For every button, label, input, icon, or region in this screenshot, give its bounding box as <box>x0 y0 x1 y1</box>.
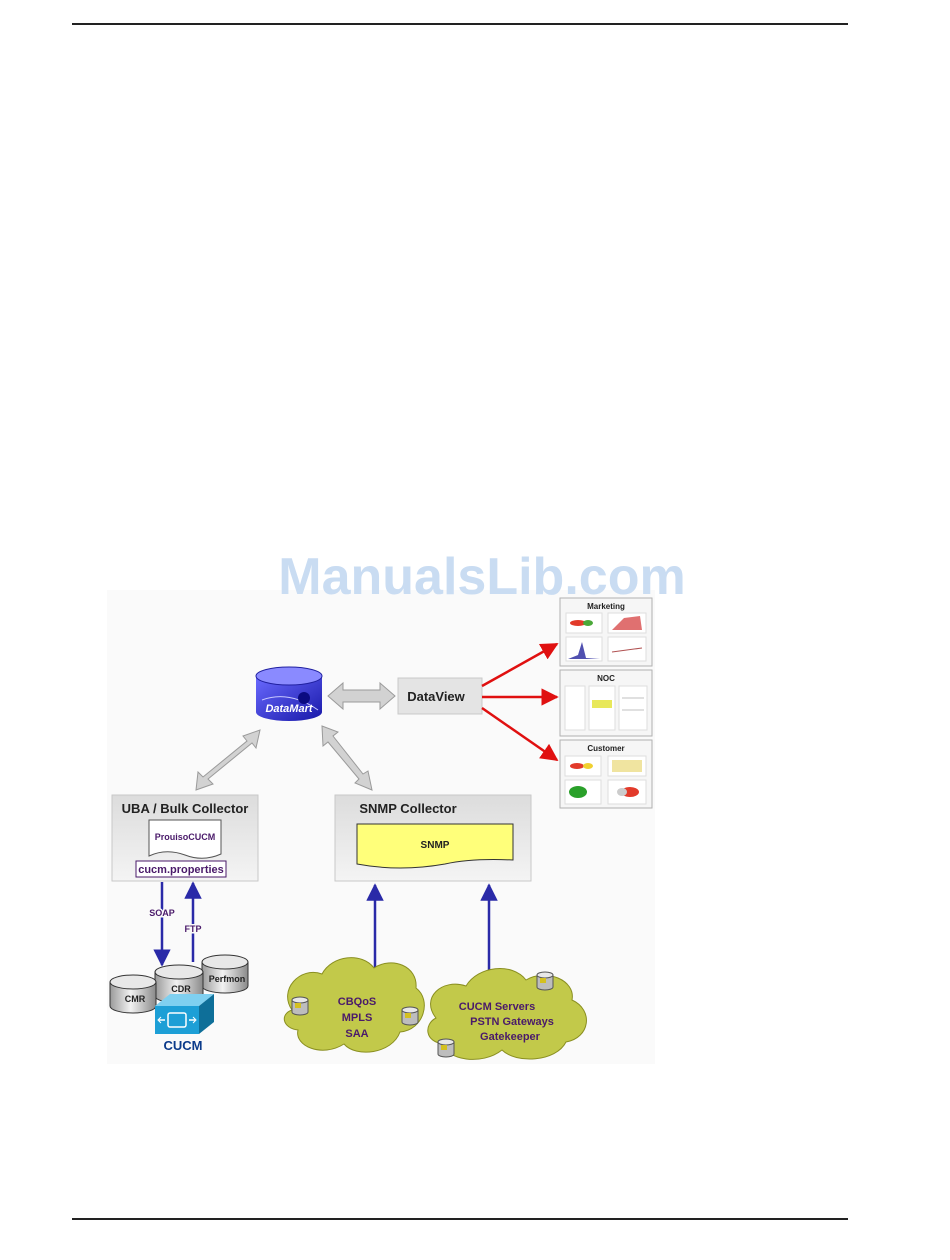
datamart-label: DataMart <box>265 703 313 715</box>
report-noc-label: NOC <box>597 674 615 683</box>
perfmon-database-icon: Perfmon <box>202 955 248 993</box>
router-icon <box>438 1039 454 1057</box>
cmr-database-icon: CMR <box>110 975 156 1013</box>
router-icon <box>292 997 308 1015</box>
cloud2-line-3: Gatekeeper <box>480 1031 541 1043</box>
report-customer: Customer <box>560 740 652 808</box>
cucm-label: CUCM <box>164 1038 203 1053</box>
dataview-label: DataView <box>407 689 465 704</box>
perfmon-label: Perfmon <box>209 974 246 984</box>
cucm-server-icon <box>155 994 214 1034</box>
cloud2-line-1: CUCM Servers <box>459 1001 535 1013</box>
uba-bulk-collector-panel: UBA / Bulk Collector ProuisoCUCM cucm.pr… <box>112 795 258 881</box>
prouiso-label: ProuisoCUCM <box>155 832 216 842</box>
cucm-properties-label: cucm.properties <box>138 864 224 876</box>
report-marketing-label: Marketing <box>587 602 625 611</box>
uba-title: UBA / Bulk Collector <box>122 801 249 816</box>
cdr-label: CDR <box>171 984 191 994</box>
snmp-collector-title: SNMP Collector <box>359 801 456 816</box>
watermark-text: ManualsLib.com <box>278 548 685 606</box>
cloud1-line-3: SAA <box>345 1028 368 1040</box>
soap-label: SOAP <box>149 908 175 918</box>
report-marketing: Marketing <box>560 598 652 666</box>
dataview-box: DataView <box>398 678 482 714</box>
cloud2-line-2: PSTN Gateways <box>470 1016 554 1028</box>
report-customer-label: Customer <box>587 744 624 753</box>
snmp-label: SNMP <box>421 840 450 851</box>
ftp-label: FTP <box>185 924 202 934</box>
router-icon <box>402 1007 418 1025</box>
report-noc: NOC <box>560 670 652 736</box>
cloud1-line-2: MPLS <box>342 1012 373 1024</box>
router-icon <box>537 972 553 990</box>
datamart-icon: DataMart <box>256 667 322 721</box>
snmp-collector-panel: SNMP Collector SNMP <box>335 795 531 881</box>
cmr-label: CMR <box>125 994 146 1004</box>
cloud1-line-1: CBQoS <box>338 996 377 1008</box>
